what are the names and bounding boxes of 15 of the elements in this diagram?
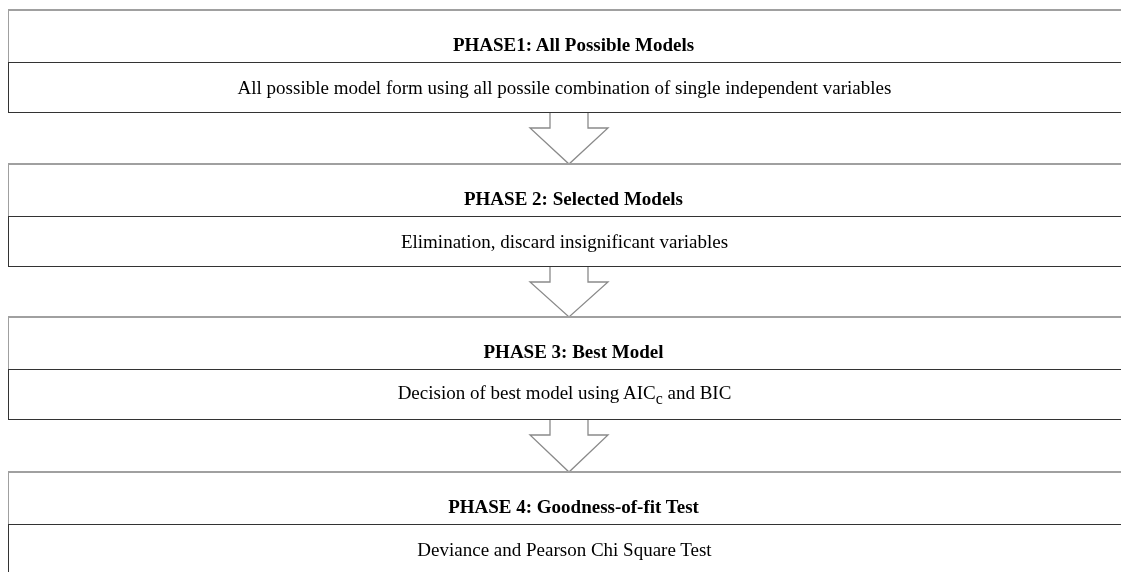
phase-heading: PHASE1: All Possible Models	[452, 34, 695, 56]
phase-description: All possible model form using all possile combination of single independent variables	[237, 76, 892, 99]
phase-box	[8, 163, 1121, 267]
phase-heading: PHASE 4: Goodness-of-fit Test	[448, 496, 699, 518]
phase-box	[8, 9, 1121, 113]
block-arrow	[528, 419, 610, 473]
phase-box	[8, 471, 1121, 572]
phase-description: Deviance and Pearson Chi Square Test	[417, 538, 712, 561]
block-arrow	[528, 266, 610, 318]
phase-description: Elimination, discard insignificant variables	[400, 230, 729, 253]
phase-description: Decision of best model using AIC$_{c}$ and BIC	[397, 381, 732, 408]
phase-box	[8, 316, 1121, 420]
phase-heading: PHASE 2: Selected Models	[464, 188, 683, 210]
block-arrow	[528, 112, 610, 165]
phase-heading: PHASE 3: Best Model	[483, 341, 664, 363]
